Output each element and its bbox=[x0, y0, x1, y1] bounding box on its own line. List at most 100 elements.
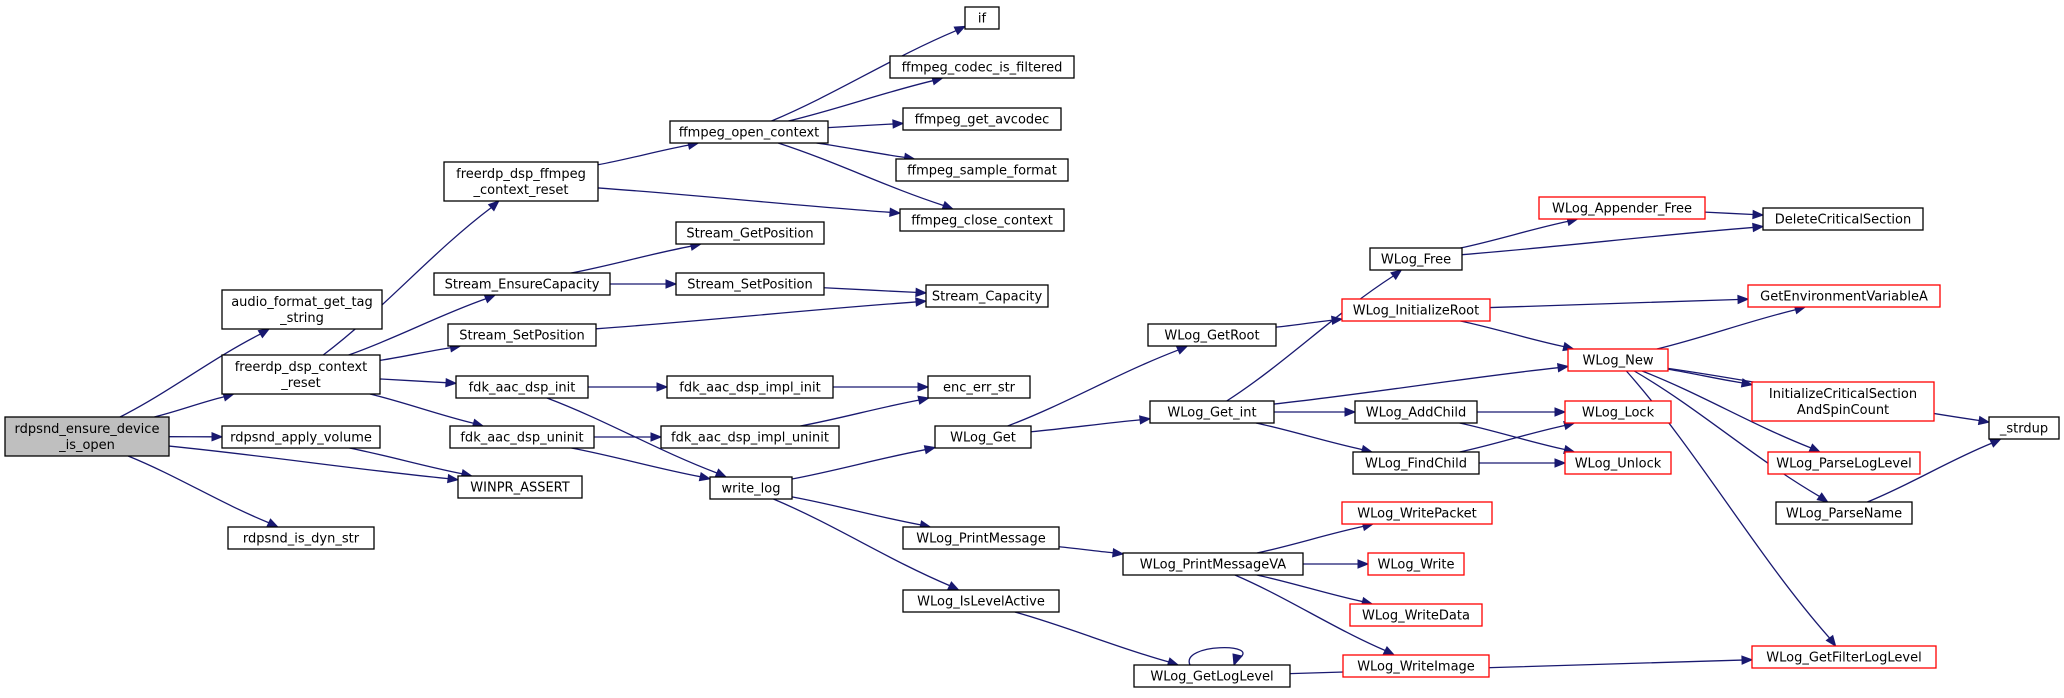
node-wlog-getroot[interactable]: WLog_GetRoot bbox=[1147, 323, 1277, 347]
edge-arrowhead bbox=[1139, 415, 1152, 425]
node-box bbox=[1367, 552, 1465, 576]
node-deletecriticalsection[interactable]: DeleteCriticalSection bbox=[1762, 207, 1924, 231]
edge-line bbox=[1188, 647, 1244, 666]
node-rdpsnd-is-dyn-str[interactable]: rdpsnd_is_dyn_str bbox=[227, 526, 375, 550]
node-stream-capacity[interactable]: Stream_Capacity bbox=[925, 284, 1049, 308]
edge-line bbox=[546, 397, 718, 474]
node-wlog-getfilterloglevel[interactable]: WLog_GetFilterLogLevel bbox=[1751, 645, 1937, 669]
edge-arrowhead bbox=[1382, 646, 1396, 656]
node-audio-format-get-tag-string[interactable]: audio_format_get_tag_string bbox=[221, 289, 383, 330]
node-getenvironmentvariablea[interactable]: GetEnvironmentVariableA bbox=[1747, 284, 1941, 308]
edge-arrowhead bbox=[1554, 407, 1567, 417]
node-wlog-initializeroot[interactable]: WLog_InitializeRoot bbox=[1341, 298, 1491, 322]
edge-freerdp-dsp-context-reset-to-stream-ensurecapacity bbox=[348, 294, 497, 356]
node-wlog-free[interactable]: WLog_Free bbox=[1369, 247, 1463, 271]
node-label: WLog_ParseName bbox=[1786, 507, 1902, 522]
node-box bbox=[1349, 603, 1483, 627]
node-label: Stream_Capacity bbox=[932, 290, 1043, 305]
node-wlog-unlock[interactable]: WLog_Unlock bbox=[1564, 451, 1672, 475]
edge-line bbox=[823, 287, 917, 294]
node-box bbox=[1775, 501, 1913, 525]
edge-arrowhead bbox=[650, 432, 663, 442]
edge-arrowhead bbox=[698, 471, 712, 482]
edge-stream-setposition-b-to-stream-capacity bbox=[823, 287, 928, 298]
node-freerdp-dsp-context-reset[interactable]: freerdp_dsp_context_reset bbox=[221, 354, 381, 395]
edge-arrowhead bbox=[257, 328, 271, 339]
node-stream-getposition[interactable]: Stream_GetPosition bbox=[675, 221, 825, 245]
node-wlog-lock[interactable]: WLog_Lock bbox=[1564, 400, 1672, 424]
node-label: ffmpeg_close_context bbox=[911, 214, 1053, 229]
node-wlog-printmessage[interactable]: WLog_PrintMessage bbox=[902, 526, 1060, 550]
node-rdpsnd-apply-volume[interactable]: rdpsnd_apply_volume bbox=[221, 425, 381, 449]
node-wlog-parseloglevel[interactable]: WLog_ParseLogLevel bbox=[1767, 451, 1921, 475]
node-box bbox=[675, 272, 825, 296]
node-strdup[interactable]: _strdup bbox=[1988, 416, 2060, 440]
edge-line bbox=[1256, 525, 1364, 554]
edge-freerdp-dsp-ffmpeg-context-reset-to-ffmpeg-open-context bbox=[597, 140, 700, 166]
edge-line bbox=[1460, 220, 1568, 249]
node-wlog-write[interactable]: WLog_Write bbox=[1367, 552, 1465, 576]
node-rdpsnd-ensure-device-is-open[interactable]: rdpsnd_ensure_device_is_open bbox=[4, 416, 170, 457]
node-box bbox=[1149, 400, 1275, 424]
edge-line bbox=[1014, 611, 1169, 663]
node-ffmpeg-close-context[interactable]: ffmpeg_close_context bbox=[899, 208, 1065, 232]
node-box bbox=[443, 161, 599, 202]
node-enc-err-str[interactable]: enc_err_str bbox=[927, 375, 1031, 399]
edge-freerdp-dsp-ffmpeg-context-reset-to-ffmpeg-close-context bbox=[597, 187, 902, 218]
edge-wlog-new-to-getenvironmentvariablea bbox=[1656, 305, 1807, 350]
node-stream-setposition-a[interactable]: Stream_SetPosition bbox=[447, 323, 597, 347]
node-fdk-aac-dsp-impl-uninit[interactable]: fdk_aac_dsp_impl_uninit bbox=[660, 425, 840, 449]
edge-line bbox=[827, 123, 894, 129]
edge-arrowhead bbox=[947, 581, 960, 591]
node-box bbox=[4, 416, 170, 457]
edge-arrowhead bbox=[917, 382, 930, 392]
node-if[interactable]: if bbox=[964, 6, 1000, 30]
node-write-log[interactable]: write_log bbox=[709, 476, 793, 500]
node-wlog-printmessageva[interactable]: WLog_PrintMessageVA bbox=[1122, 552, 1304, 576]
node-wlog-appender-free[interactable]: WLog_Appender_Free bbox=[1538, 196, 1706, 220]
node-fdk-aac-dsp-impl-init[interactable]: fdk_aac_dsp_impl_init bbox=[666, 375, 834, 399]
edge-arrowhead bbox=[1357, 559, 1370, 569]
node-stream-ensurecapacity[interactable]: Stream_EnsureCapacity bbox=[433, 272, 611, 296]
node-wlog-new[interactable]: WLog_New bbox=[1567, 348, 1669, 372]
edge-line bbox=[1255, 422, 1363, 451]
node-wlog-get-int[interactable]: WLog_Get_int bbox=[1149, 400, 1275, 424]
node-stream-setposition-b[interactable]: Stream_SetPosition bbox=[675, 272, 825, 296]
node-wlog-writedata[interactable]: WLog_WriteData bbox=[1349, 603, 1483, 627]
edge-arrowhead bbox=[953, 25, 967, 36]
node-wlog-getloglevel[interactable]: WLog_GetLogLevel bbox=[1133, 664, 1291, 688]
edge-line bbox=[1461, 226, 1754, 256]
edge-line bbox=[1489, 298, 1739, 309]
node-wlog-writepacket[interactable]: WLog_WritePacket bbox=[1341, 501, 1493, 525]
node-box bbox=[669, 120, 829, 144]
node-fdk-aac-dsp-init[interactable]: fdk_aac_dsp_init bbox=[455, 375, 589, 399]
edge-line bbox=[571, 447, 701, 478]
edge-fdk-aac-dsp-impl-init-to-enc-err-str bbox=[832, 382, 930, 392]
edge-wlog-get-int-to-wlog-addchild bbox=[1274, 407, 1357, 417]
node-wlog-writeimage[interactable]: WLog_WriteImage bbox=[1342, 654, 1490, 678]
node-wlog-addchild[interactable]: WLog_AddChild bbox=[1354, 400, 1478, 424]
node-freerdp-dsp-ffmpeg-context-reset[interactable]: freerdp_dsp_ffmpeg_context_reset bbox=[443, 161, 599, 202]
edge-wlog-get-int-to-wlog-new bbox=[1273, 363, 1570, 405]
node-wlog-parsename[interactable]: WLog_ParseName bbox=[1775, 501, 1913, 525]
edge-fdk-aac-dsp-impl-uninit-to-enc-err-str bbox=[800, 395, 930, 427]
node-wlog-get[interactable]: WLog_Get bbox=[934, 425, 1032, 449]
edge-line bbox=[1867, 442, 1992, 503]
node-ffmpeg-sample-format[interactable]: ffmpeg_sample_format bbox=[895, 158, 1069, 182]
edge-arrowhead bbox=[1112, 548, 1125, 558]
node-wlog-islevelactive[interactable]: WLog_IsLevelActive bbox=[902, 589, 1060, 613]
node-winpr-assert[interactable]: WINPR_ASSERT bbox=[457, 475, 583, 499]
edge-line bbox=[816, 142, 905, 159]
node-wlog-findchild[interactable]: WLog_FindChild bbox=[1352, 451, 1480, 475]
node-fdk-aac-dsp-uninit[interactable]: fdk_aac_dsp_uninit bbox=[449, 425, 595, 449]
edge-arrowhead bbox=[487, 200, 500, 212]
node-ffmpeg-codec-is-filtered[interactable]: ffmpeg_codec_is_filtered bbox=[889, 55, 1075, 79]
node-box bbox=[927, 375, 1031, 399]
node-box bbox=[1751, 645, 1937, 669]
node-ffmpeg-open-context[interactable]: ffmpeg_open_context bbox=[669, 120, 829, 144]
edge-wlog-new-to-initializecriticalsectionandspincount bbox=[1667, 368, 1754, 388]
edge-line bbox=[127, 455, 270, 524]
node-ffmpeg-get-avcodec[interactable]: ffmpeg_get_avcodec bbox=[902, 107, 1062, 131]
node-box bbox=[1762, 207, 1924, 231]
